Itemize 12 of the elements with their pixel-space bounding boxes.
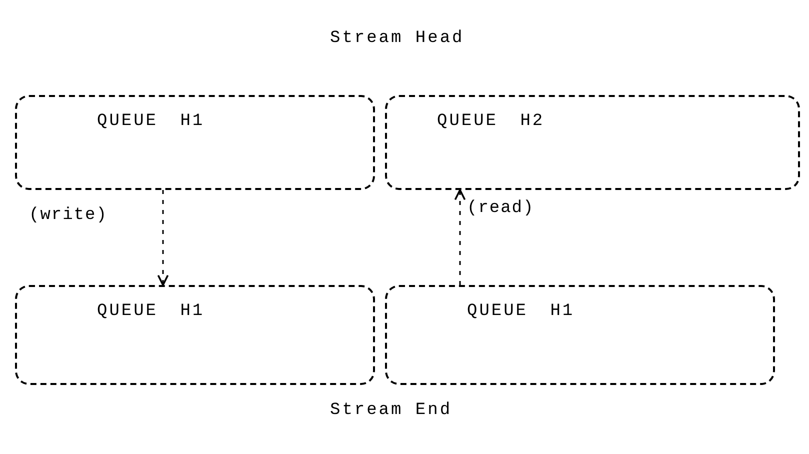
diagram-title: Stream Head — [330, 28, 464, 50]
queue-label: QUEUE H1 — [467, 301, 575, 323]
dashed-arrow — [157, 190, 169, 286]
queue-box — [385, 95, 800, 190]
queue-box — [15, 285, 375, 385]
stream-end-label: Stream End — [330, 400, 452, 422]
queue-label: QUEUE H1 — [97, 301, 205, 323]
queue-box — [15, 95, 375, 190]
queue-label: QUEUE H1 — [97, 111, 205, 133]
queue-box — [385, 285, 775, 385]
dashed-arrow — [454, 189, 466, 285]
queue-label: QUEUE H2 — [437, 111, 545, 133]
